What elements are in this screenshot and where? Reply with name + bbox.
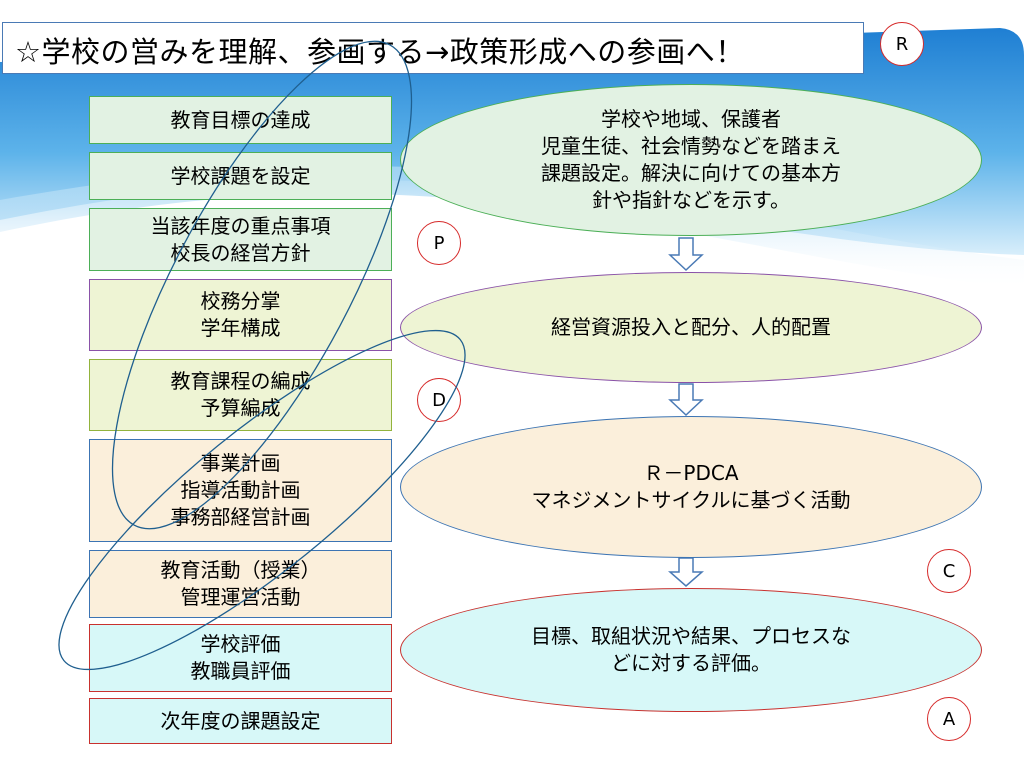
box-evaluation: 学校評価 教職員評価: [89, 624, 392, 692]
title-box: ☆学校の営みを理解、参画する→政策形成への参画へ！: [2, 22, 864, 74]
page-title: ☆学校の営みを理解、参画する→政策形成への参画へ！: [15, 35, 745, 69]
ellipse-line: 課題設定。解決に向けての基本方: [541, 161, 841, 185]
cycle-label-p: P: [417, 221, 461, 265]
ellipse-plan: 学校や地域、保護者 児童生徒、社会情勢などを踏まえ 課題設定。解決に向けての基本…: [400, 84, 982, 236]
box-priority-policy: 当該年度の重点事項 校長の経営方針: [89, 208, 392, 271]
box-line: 学年構成: [200, 316, 281, 340]
ellipse-line: マネジメントサイクルに基づく活動: [531, 488, 851, 512]
box-line: 校長の経営方針: [170, 240, 311, 265]
ellipse-line: 学校や地域、保護者: [601, 107, 781, 131]
box-next-year-issue: 次年度の課題設定: [89, 698, 392, 744]
ellipse-line: 経営資源投入と配分、人的配置: [551, 315, 831, 339]
box-line: 学校評価: [200, 632, 281, 656]
box-business-plan: 事業計画 指導活動計画 事務部経営計画: [89, 439, 392, 542]
box-line: 管理運営活動: [180, 585, 301, 609]
ellipse-evaluation: 目標、取組状況や結果、プロセスな どに対する評価。: [400, 588, 982, 712]
ellipse-line: 児童生徒、社会情勢などを踏まえ: [541, 134, 841, 158]
cycle-label-r: R: [880, 22, 924, 66]
box-line: 次年度の課題設定: [160, 708, 321, 733]
box-line: 予算編成: [200, 396, 281, 420]
cycle-label-a: A: [927, 697, 971, 741]
box-line: 当該年度の重点事項: [150, 213, 331, 238]
box-line: 指導活動計画: [180, 478, 301, 502]
ellipse-line: 目標、取組状況や結果、プロセスな: [531, 624, 851, 648]
box-education-activity: 教育活動（授業） 管理運営活動: [89, 550, 392, 618]
box-line: 校務分掌: [200, 289, 281, 313]
box-education-goal: 教育目標の達成: [89, 96, 392, 144]
box-line: 教育目標の達成: [170, 107, 311, 132]
ellipse-line: 針や指針などを示す。: [592, 188, 790, 212]
ellipse-resources: 経営資源投入と配分、人的配置: [400, 272, 982, 383]
ellipse-line: Ｒ－PDCA: [643, 461, 739, 485]
ellipse-rpdca: Ｒ－PDCA マネジメントサイクルに基づく活動: [400, 416, 982, 558]
box-line: 事務部経営計画: [170, 505, 311, 529]
box-line: 教育課程の編成: [170, 369, 311, 393]
box-line: 学校課題を設定: [170, 163, 311, 188]
box-duty-assignment: 校務分掌 学年構成: [89, 279, 392, 351]
cycle-label-d: D: [417, 378, 461, 422]
box-school-issue: 学校課題を設定: [89, 152, 392, 200]
box-curriculum-budget: 教育課程の編成 予算編成: [89, 359, 392, 431]
box-line: 教職員評価: [190, 659, 291, 683]
cycle-label-c: C: [927, 549, 971, 593]
box-line: 事業計画: [200, 451, 281, 475]
ellipse-line: どに対する評価。: [611, 651, 771, 675]
box-line: 教育活動（授業）: [160, 558, 321, 582]
